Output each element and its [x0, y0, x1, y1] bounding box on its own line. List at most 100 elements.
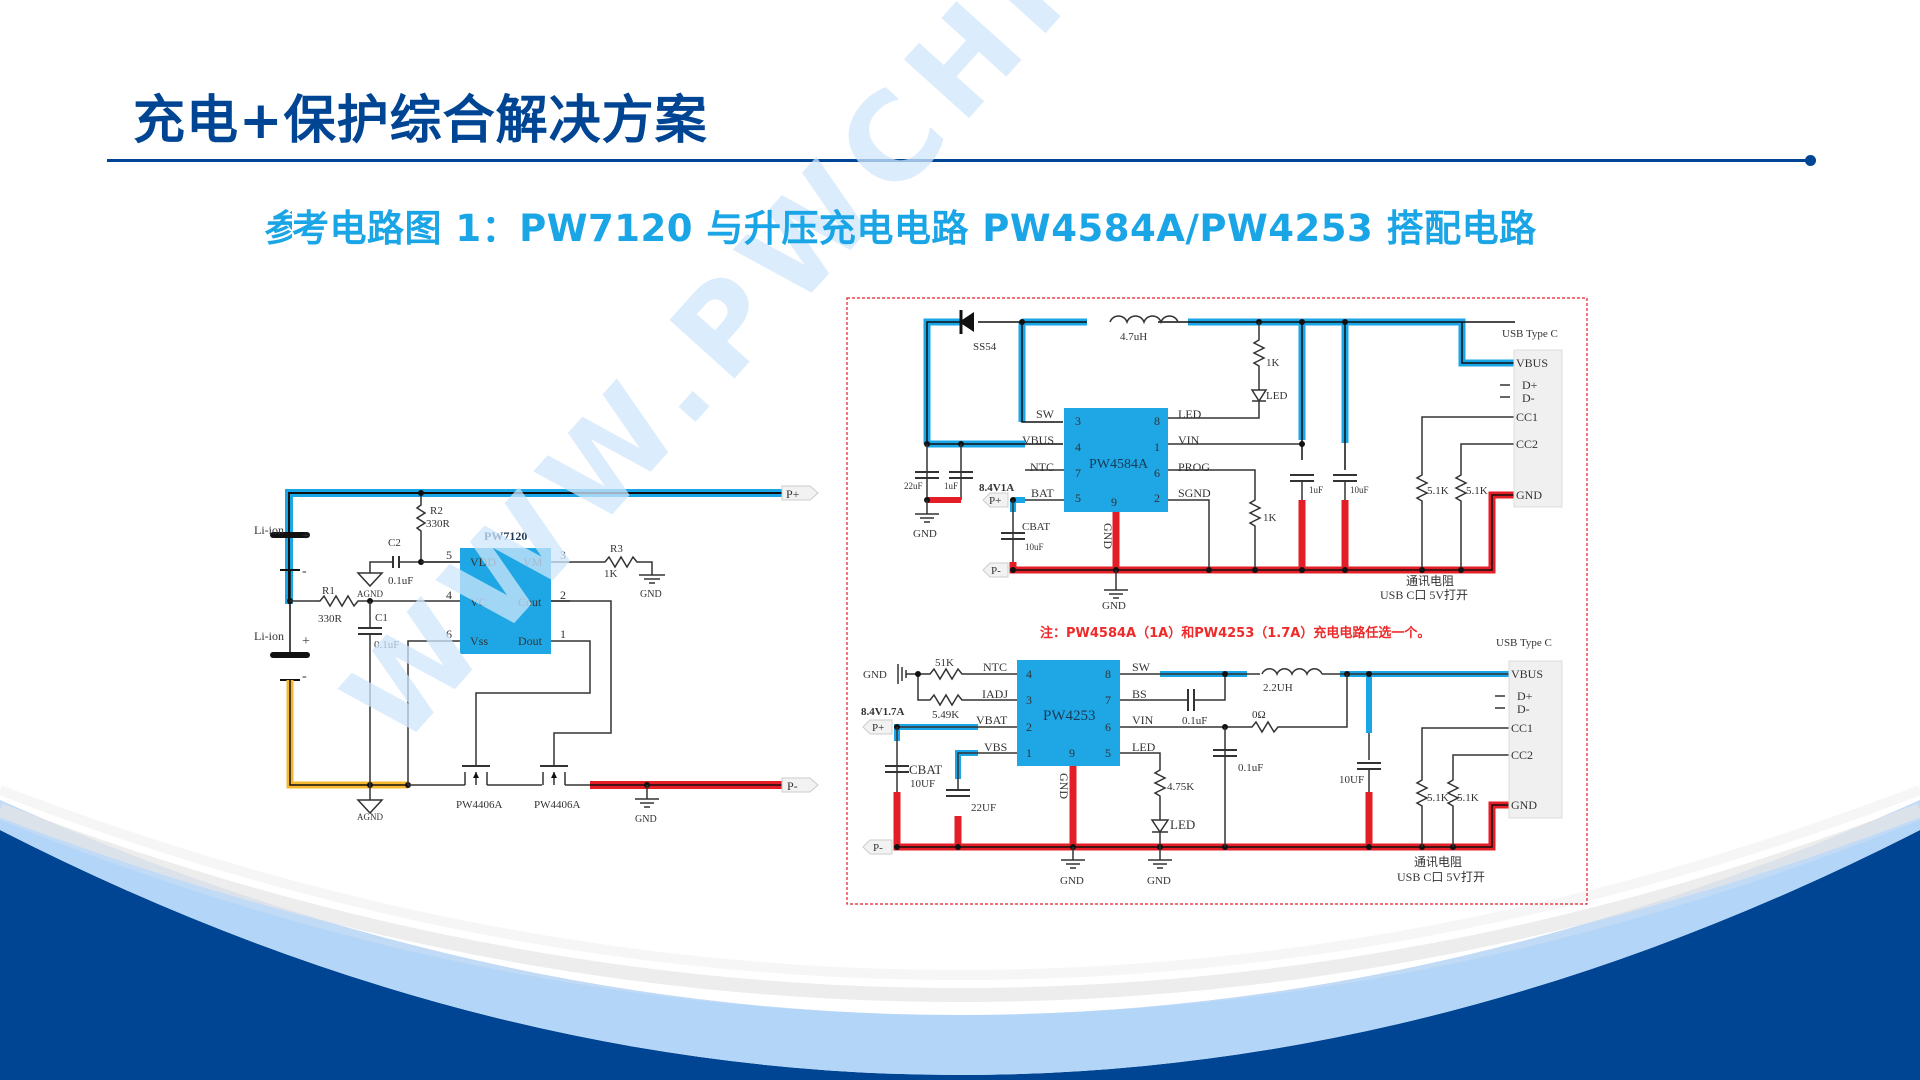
- wire: [927, 322, 1515, 470]
- gnd-label: GND: [635, 814, 657, 825]
- pin-number: 6: [1105, 720, 1111, 734]
- junction: [1458, 567, 1464, 573]
- r2-value: 330R: [426, 518, 451, 530]
- gnd-symbol: [1061, 859, 1085, 869]
- pin-label: Cout: [518, 595, 542, 609]
- port-p-minus-label: P-: [787, 779, 798, 793]
- led-label: LED: [1266, 390, 1287, 402]
- r-iadj-label: 5.49K: [932, 709, 959, 721]
- junction: [1342, 567, 1348, 573]
- port-p-plus: P+: [982, 492, 1009, 508]
- resistor-cc2: [1454, 443, 1515, 570]
- pin-number: 4: [446, 588, 452, 602]
- chip-pw7120: [460, 548, 551, 654]
- usb-pin-label: D+: [1517, 689, 1533, 703]
- port-label: P+: [989, 495, 1001, 507]
- pin-number: 2: [1026, 720, 1032, 734]
- pin-label: BAT: [1031, 486, 1054, 500]
- inductor-label: 2.2UH: [1263, 682, 1293, 694]
- junction: [1366, 844, 1372, 850]
- wire: [926, 321, 1515, 444]
- footer-shadow-2: [0, 785, 1920, 980]
- pin-number: 1: [1026, 746, 1032, 760]
- cbat-value: 10UF: [910, 778, 935, 790]
- pin-label: VBUS: [1022, 433, 1054, 447]
- pin-label: LED: [1132, 740, 1156, 754]
- battery2-plate-long: [270, 652, 310, 658]
- cbat-label: CBAT: [909, 762, 942, 777]
- title-divider: [107, 159, 1807, 162]
- port-shape: [862, 719, 893, 735]
- gnd-label: GND: [640, 589, 662, 600]
- cap-vbs-label: 22UF: [971, 802, 996, 814]
- pin-number: 3: [560, 548, 566, 562]
- chip-pw4253: [1017, 660, 1120, 766]
- gnd2-label: GND: [1147, 875, 1171, 887]
- port-label: P-: [873, 842, 883, 854]
- wire: [551, 600, 612, 766]
- gnd-symbol: [639, 574, 665, 584]
- pin-label: NTC: [1030, 460, 1054, 474]
- inductor-4-7uh: [1109, 315, 1179, 325]
- cc-note-line2: USB C口 5V打开: [1380, 588, 1468, 602]
- junction: [1206, 567, 1212, 573]
- pin-label: GND: [1057, 773, 1071, 799]
- pin-label: SGND: [1178, 486, 1211, 500]
- cap-1uf-label: 1uF: [944, 481, 958, 491]
- junction: [894, 844, 900, 850]
- pin-number: 7: [1105, 693, 1111, 707]
- r-prog-label: 1K: [1263, 512, 1277, 524]
- pin-number: 4: [1075, 440, 1081, 454]
- trace-negative: [954, 766, 1373, 847]
- port-p-plus: P+: [862, 719, 893, 735]
- pin-number: 1: [560, 627, 566, 641]
- trace-positive: [1160, 671, 1515, 733]
- cbat-label: CBAT: [1022, 521, 1050, 533]
- usb-type-c-connector: [1513, 349, 1563, 508]
- inductor-label: 4.7uH: [1120, 331, 1147, 343]
- r-vin-label: 0Ω: [1252, 709, 1266, 721]
- pin-label: LED: [1178, 407, 1202, 421]
- usb-type-c-connector: [1508, 660, 1563, 819]
- trace-positive: [1298, 322, 1349, 443]
- pin-number: 5: [1075, 491, 1081, 505]
- port-label: P-: [991, 565, 1001, 577]
- pin-number: 2: [560, 588, 566, 602]
- pin-number: 7: [1075, 466, 1081, 480]
- selection-note: 注：PW4584A（1A）和PW4253（1.7A）充电电路任选一个。: [1040, 625, 1430, 641]
- battery2-plus: +: [302, 634, 310, 649]
- cap-bs-label: 0.1uF: [1182, 715, 1207, 727]
- pin-number: 6: [1154, 466, 1160, 480]
- led-diode: [1150, 819, 1170, 834]
- pin-number: 2: [1154, 491, 1160, 505]
- wire: [369, 561, 393, 573]
- usb-pin-label: D-: [1522, 391, 1535, 405]
- diode-label: SS54: [973, 341, 997, 353]
- subtitle-clipped-char: 参: [262, 198, 292, 252]
- junction: [1299, 567, 1305, 573]
- r-ntc-label: 51K: [935, 657, 954, 669]
- pin-number: 8: [1105, 667, 1111, 681]
- cc-note-line1: 通讯电阻: [1406, 574, 1454, 588]
- junction: [1342, 319, 1348, 325]
- pin-number: 5: [1105, 746, 1111, 760]
- resistor-0ohm: [1120, 674, 1348, 734]
- gnd-symbol: [1148, 859, 1172, 869]
- usb-pin-label: VBUS: [1511, 667, 1543, 681]
- c2-ref: C2: [388, 537, 401, 549]
- footer-dark-band: [0, 830, 1920, 1080]
- usb-pin-label: VBUS: [1516, 356, 1548, 370]
- usb-pin-label: CC2: [1516, 437, 1538, 451]
- junction: [1299, 319, 1305, 325]
- trace-negative: [1112, 500, 1349, 570]
- pin-label: NTC: [983, 660, 1007, 674]
- wire: [1120, 673, 1515, 701]
- pin-label: SW: [1132, 660, 1151, 674]
- cap-22uf-label: 22uF: [904, 481, 923, 491]
- pin-label: SW: [1036, 407, 1055, 421]
- junction: [1222, 671, 1228, 677]
- usb-pin-label: D-: [1517, 702, 1530, 716]
- trace-positive: [955, 750, 978, 779]
